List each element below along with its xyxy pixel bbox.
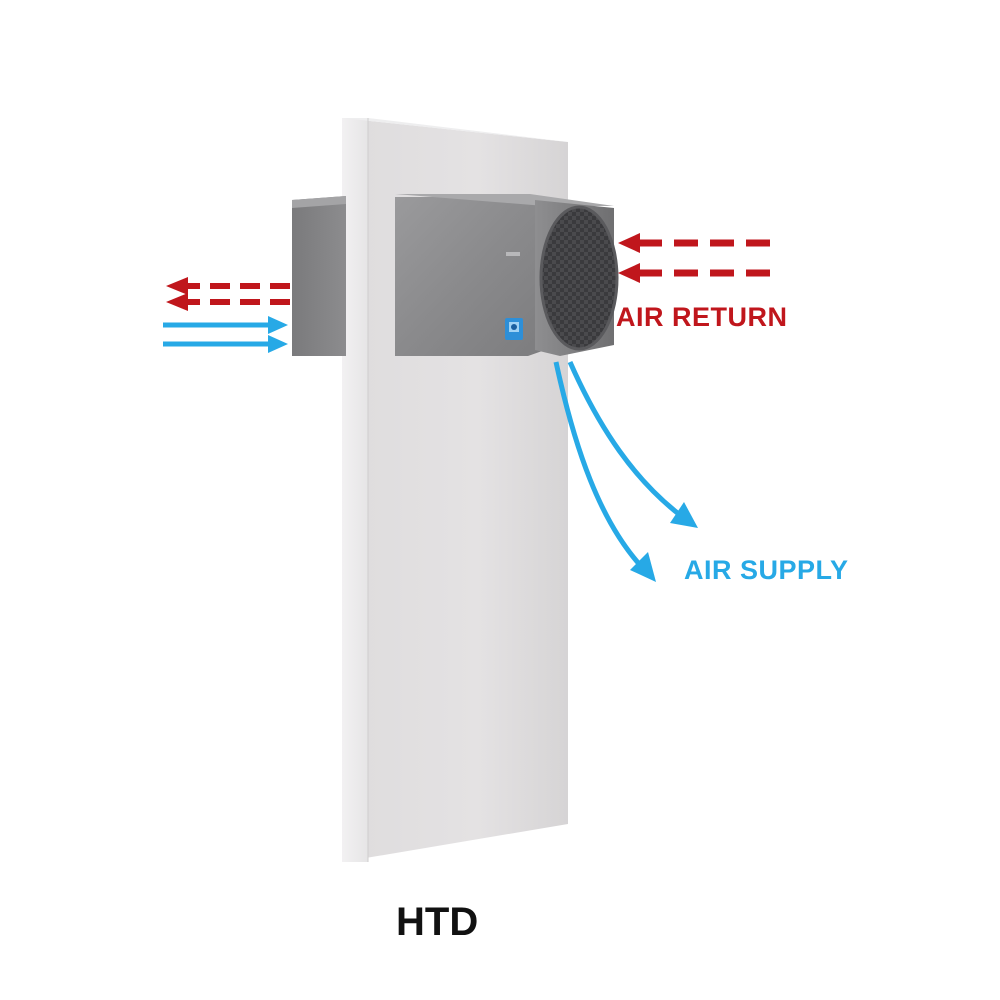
dashed-arrow-icon bbox=[618, 233, 770, 283]
air-supply-label: AIR SUPPLY bbox=[684, 555, 849, 585]
model-label: HTD bbox=[396, 900, 479, 944]
curved-arrow-icon bbox=[553, 360, 698, 582]
brand-plate bbox=[506, 252, 520, 256]
intake-arrows bbox=[163, 316, 288, 353]
exhaust-arrows bbox=[166, 277, 290, 311]
status-badge-icon bbox=[505, 318, 523, 340]
unit-rear bbox=[292, 196, 346, 356]
air-return-label: AIR RETURN bbox=[616, 302, 788, 332]
grille-icon bbox=[539, 205, 619, 351]
